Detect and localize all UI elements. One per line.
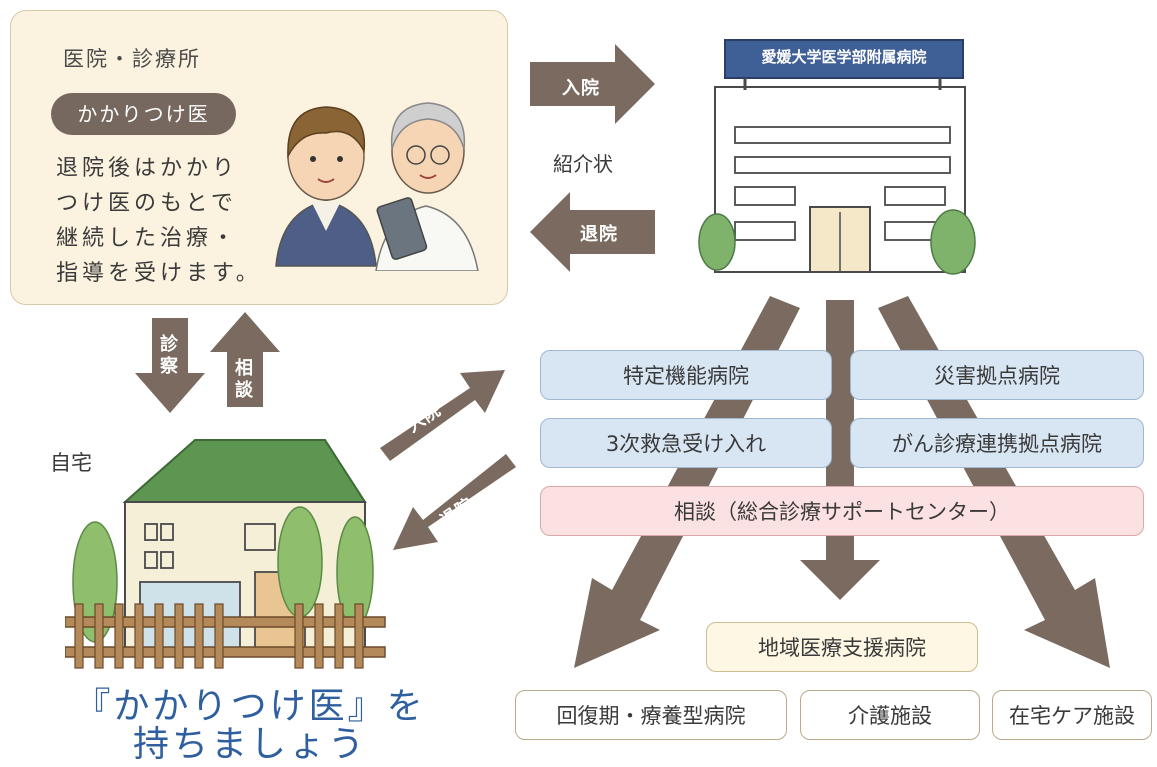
consult-label-char: 相: [235, 358, 254, 379]
exam-label-char: 診: [160, 334, 179, 355]
discharge-arrow-top: [530, 192, 655, 272]
slogan-line: 『かかりつけ医』を: [74, 686, 426, 727]
home-care-facility-box: 在宅ケア施設: [992, 690, 1152, 740]
center-down-arrow: [800, 300, 880, 600]
consult-up-arrow: [210, 312, 280, 407]
nursing-facility-box: 介護施設: [800, 690, 980, 740]
discharge-arrow-diagonal: [393, 454, 516, 550]
university-hospital-illustration: [698, 39, 976, 275]
admit-arrow-top: [530, 44, 655, 124]
family-doctor-badge: かかりつけ医: [51, 93, 236, 135]
clinic-panel: 医院・診療所 かかりつけ医 退院後はかかり つけ医のもとで 継続した治療・ 指導…: [10, 10, 508, 305]
disaster-base-hospital-box: 災害拠点病院: [850, 350, 1144, 400]
regional-support-hospital-box: 地域医療支援病院: [706, 622, 978, 672]
home-label: 自宅: [50, 451, 92, 475]
clinic-description: 退院後はかかり つけ医のもとで 継続した治療・ 指導を受けます。: [56, 151, 262, 291]
clinic-title: 医院・診療所: [63, 47, 201, 71]
slogan: 『かかりつけ医』を 持ちましょう: [30, 688, 470, 764]
home-illustration: [65, 439, 386, 669]
referral-label: 紹介状: [553, 152, 613, 176]
clinic-description-line: 継続した治療・: [56, 226, 239, 251]
exam-label-char: 察: [160, 356, 179, 377]
admit-arrow-diagonal: [380, 370, 505, 461]
recovery-hospital-box: 回復期・療養型病院: [515, 690, 787, 740]
special-function-hospital-box: 特定機能病院: [540, 350, 832, 400]
hospital-sign: 愛媛大学医学部附属病院: [761, 48, 927, 66]
consult-label-char: 談: [235, 380, 254, 401]
slogan-line: 持ちましょう: [132, 724, 367, 765]
discharge-label-top: 退院: [580, 224, 618, 245]
exam-label: 診 察: [160, 334, 179, 378]
doctors-illustration: [275, 102, 479, 271]
consultation-center-box: 相談（総合診療サポートセンター）: [540, 486, 1144, 536]
young-doctor-icon: [275, 106, 377, 267]
tertiary-emergency-box: 3次救急受け入れ: [540, 418, 832, 468]
clinic-description-line: つけ医のもとで: [56, 191, 237, 216]
cancer-care-hub-box: がん診療連携拠点病院: [850, 418, 1144, 468]
clinic-description-line: 退院後はかかり: [56, 156, 239, 181]
admit-label-top: 入院: [562, 78, 600, 99]
exam-down-arrow: [135, 318, 205, 413]
senior-doctor-icon: [375, 102, 479, 271]
consult-label: 相 談: [235, 358, 254, 402]
clinic-description-line: 指導を受けます。: [56, 261, 262, 286]
